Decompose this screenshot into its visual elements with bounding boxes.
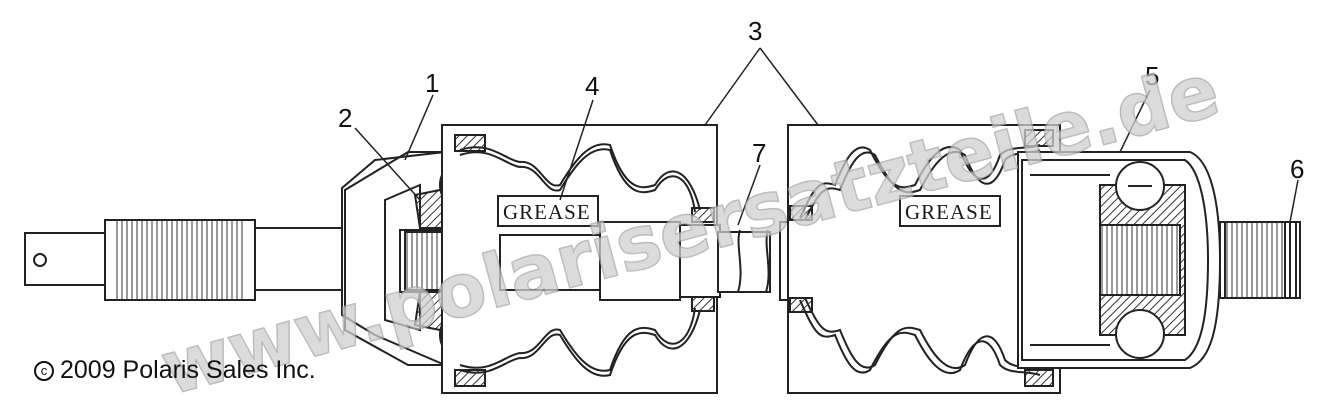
copyright-symbol: c <box>34 360 54 381</box>
callout-7: 7 <box>752 138 766 168</box>
outer-boot <box>787 124 1061 394</box>
outer-cv-joint <box>1017 151 1222 369</box>
callout-4: 4 <box>585 71 599 101</box>
callout-1: 1 <box>425 68 439 98</box>
outer-stub-shaft <box>1219 221 1301 299</box>
leader-lines <box>354 47 1299 226</box>
grease-label-right: GREASE <box>905 200 993 224</box>
callout-5: 5 <box>1145 61 1159 91</box>
callout-3: 3 <box>748 16 762 46</box>
callout-2: 2 <box>338 103 352 133</box>
copyright-notice: c 2009 Polaris Sales Inc. <box>34 356 316 385</box>
copyright-text: 2009 Polaris Sales Inc. <box>60 356 316 384</box>
grease-label-left: GREASE <box>503 200 591 224</box>
left-stub-shaft <box>24 219 351 301</box>
callout-6: 6 <box>1290 154 1304 184</box>
